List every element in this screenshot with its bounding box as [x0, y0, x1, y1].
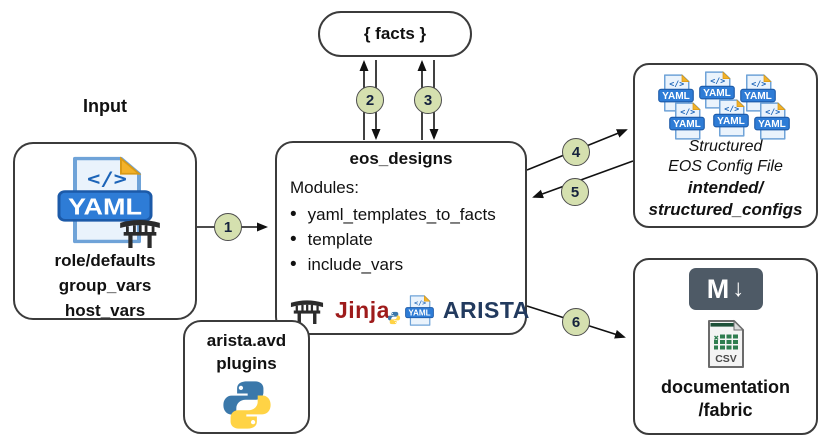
modules-heading: Modules: — [290, 178, 359, 197]
input-file-role-defaults: role/defaults — [54, 251, 156, 270]
arista-logo: ARISTA — [442, 297, 530, 323]
structured-line1: Structured — [688, 138, 763, 155]
eos-designs-node: eos_designs Modules: • yaml_templates_to… — [275, 141, 530, 335]
yaml-file-icon-wrap — [57, 156, 160, 248]
yaml-file-icon — [713, 99, 749, 137]
arrow-structured-to-eos — [532, 160, 634, 199]
yaml-file-icon — [669, 102, 705, 140]
module-item: • yaml_templates_to_facts — [290, 202, 525, 227]
yaml-files-cluster — [635, 65, 816, 145]
documentation-line1: documentation — [661, 377, 790, 397]
csv-file-icon — [707, 320, 744, 368]
structured-line2: EOS Config File — [668, 158, 783, 175]
structured-configs-node: Structured EOS Config File intended/ str… — [633, 63, 818, 228]
documentation-line2: /fabric — [698, 400, 753, 420]
bullet-icon: • — [290, 204, 297, 225]
input-file-host-vars: host_vars — [64, 301, 146, 320]
bullet-icon: • — [290, 254, 297, 275]
markdown-icon-letter: M — [706, 273, 730, 304]
module-include-vars: include_vars — [307, 255, 404, 274]
eos-designs-title: eos_designs — [349, 149, 453, 168]
markdown-icon: M ↓ — [688, 268, 763, 310]
structured-line4: structured_configs — [648, 200, 803, 219]
arista-avd-plugins-node: arista.avd plugins — [183, 320, 310, 434]
facts-node: { facts } — [318, 11, 472, 57]
input-file-group-vars: group_vars — [58, 276, 152, 295]
input-file-list: role/defaults group_vars host_vars — [54, 248, 155, 323]
logos-row: Jinja ARISTA — [290, 295, 530, 326]
step-badge-3: 3 — [414, 86, 442, 114]
module-item: • include_vars — [290, 252, 525, 277]
step-badge-6: 6 — [562, 308, 590, 336]
step-badge-2: 2 — [356, 86, 384, 114]
jinja-torii-icon — [120, 220, 160, 248]
plugins-line1: arista.avd — [206, 331, 287, 350]
input-node: role/defaults group_vars host_vars — [13, 142, 197, 320]
structured-line3: intended/ — [687, 178, 764, 197]
jinja-logo-text: Jinja — [335, 297, 390, 323]
step-badge-4: 4 — [562, 138, 590, 166]
yaml-file-icon — [754, 102, 790, 140]
module-item: • template — [290, 227, 525, 252]
step-badge-5: 5 — [561, 178, 589, 206]
facts-label: { facts } — [363, 24, 427, 43]
input-heading: Input — [83, 96, 127, 116]
documentation-text: documentation /fabric — [661, 376, 790, 422]
module-template: template — [307, 230, 373, 249]
yaml-file-icon — [404, 295, 434, 326]
module-yaml-templates-to-facts: yaml_templates_to_facts — [307, 205, 496, 224]
structured-text: Structured EOS Config File intended/ str… — [635, 137, 816, 221]
documentation-node: M ↓ documentation /fabric — [633, 258, 818, 435]
plugins-line2: plugins — [216, 354, 277, 373]
modules-list: • yaml_templates_to_facts • template • i… — [290, 202, 525, 277]
jinja-logo: Jinja — [335, 297, 401, 325]
markdown-icon-down-arrow: ↓ — [732, 275, 745, 302]
bullet-icon: • — [290, 229, 297, 250]
python-icon — [222, 381, 271, 429]
python-icon — [387, 311, 401, 325]
step-badge-1: 1 — [214, 213, 242, 241]
